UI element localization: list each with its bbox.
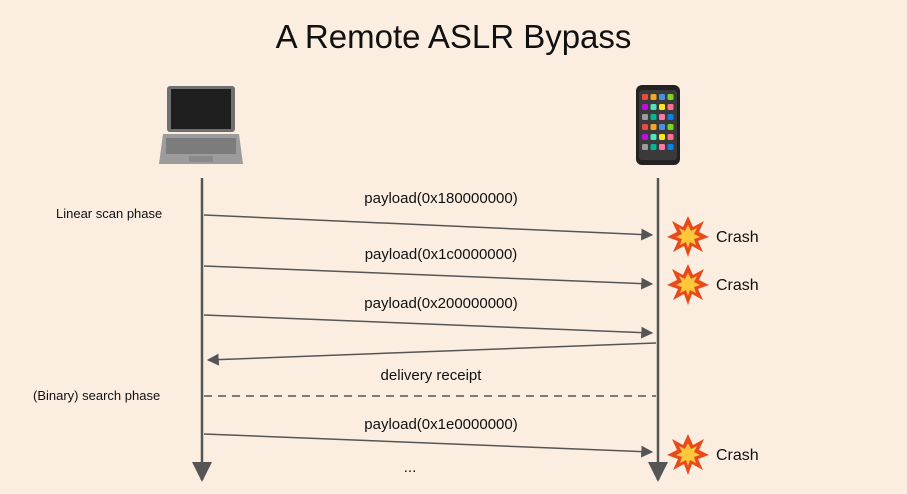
message-label: payload(0x180000000)	[364, 190, 517, 207]
app-tile	[642, 124, 648, 130]
explosion-icon	[667, 434, 709, 475]
crash-label: Crash	[716, 229, 759, 246]
app-tile	[659, 124, 665, 130]
app-tile	[650, 134, 657, 140]
message-3: payload(0x200000000)	[203, 295, 654, 339]
laptop-icon	[159, 86, 243, 164]
message-label: payload(0x1e0000000)	[364, 416, 517, 433]
message-5: payload(0x1e0000000)	[203, 416, 654, 458]
message-label: payload(0x1c0000000)	[365, 246, 518, 263]
phase-label-binary: (Binary) search phase	[33, 388, 160, 403]
message-2: payload(0x1c0000000)	[203, 246, 654, 290]
crash-label: Crash	[716, 447, 759, 464]
crash-marker-1: Crash	[667, 216, 759, 257]
app-tile	[659, 114, 665, 120]
app-tile	[642, 144, 648, 150]
phone-icon	[636, 85, 680, 165]
app-tile	[659, 144, 665, 150]
ellipsis: ...	[404, 459, 417, 476]
app-tile	[642, 114, 648, 120]
message-1: payload(0x180000000)	[203, 190, 654, 241]
explosion-icon	[667, 216, 709, 257]
crash-marker-3: Crash	[667, 434, 759, 475]
app-tile	[650, 144, 657, 150]
crash-label: Crash	[716, 277, 759, 294]
app-tile	[650, 114, 657, 120]
app-tile	[642, 104, 648, 110]
app-tile	[659, 104, 665, 110]
app-tile	[667, 94, 674, 100]
explosion-icon	[667, 264, 709, 305]
app-tile	[667, 124, 674, 130]
app-tile	[659, 94, 665, 100]
app-tile	[667, 114, 674, 120]
app-tile	[659, 134, 665, 140]
message-label: payload(0x200000000)	[364, 295, 517, 312]
app-tile	[642, 94, 648, 100]
message-label: delivery receipt	[381, 367, 483, 384]
phase-label-linear: Linear scan phase	[56, 206, 162, 221]
crash-marker-2: Crash	[667, 264, 759, 305]
app-tile	[650, 124, 657, 130]
app-tile	[667, 144, 674, 150]
app-tile	[642, 134, 648, 140]
diagram-title: A Remote ASLR Bypass	[275, 18, 632, 55]
app-tile	[667, 134, 674, 140]
app-tile	[650, 94, 657, 100]
app-tile	[650, 104, 657, 110]
message-4: delivery receipt	[206, 342, 657, 384]
app-tile	[667, 104, 674, 110]
